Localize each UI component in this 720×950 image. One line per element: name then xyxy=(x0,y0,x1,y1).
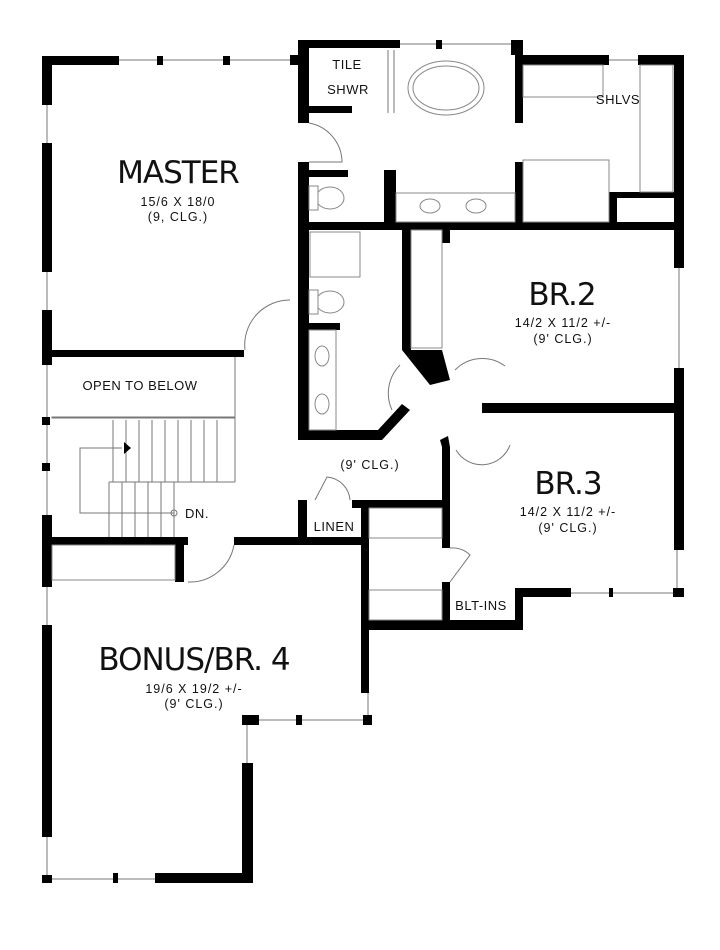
vanity xyxy=(395,192,516,223)
toilet xyxy=(315,186,345,210)
room-name-bonus: BONUS/BR. 4 xyxy=(98,642,289,678)
label-dn: DN. xyxy=(185,506,209,521)
walls xyxy=(42,40,684,883)
room-name-br3: BR.3 xyxy=(534,466,601,502)
stair-arrow-icon xyxy=(124,442,131,454)
room-name-master: MASTER xyxy=(117,155,239,191)
label-linen: LINEN xyxy=(314,519,355,534)
toilet-2 xyxy=(315,290,345,314)
label-open-to-below: OPEN TO BELOW xyxy=(82,378,197,393)
label-shwr: SHWR xyxy=(327,82,369,97)
label-blt-ins: BLT-INS xyxy=(455,598,507,613)
room-size-bonus: 19/6 X 19/2 +/- xyxy=(145,682,242,696)
label-shlvs: SHLVS xyxy=(596,92,640,107)
fixtures xyxy=(51,50,674,621)
bathtub-2 xyxy=(309,231,361,278)
label-tile: TILE xyxy=(332,57,361,72)
room-name-br2: BR.2 xyxy=(528,277,595,313)
room-size-br3: 14/2 X 11/2 +/- xyxy=(520,505,616,519)
room-ceiling-br2: (9' CLG.) xyxy=(533,332,592,346)
room-ceiling-master: (9, CLG.) xyxy=(148,210,208,224)
room-ceiling-bonus: (9' CLG.) xyxy=(164,697,223,711)
vanity-2 xyxy=(308,329,337,431)
room-size-master: 15/6 X 18/0 xyxy=(141,195,216,209)
room-size-br2: 14/2 X 11/2 +/- xyxy=(515,316,611,330)
room-ceiling-br3: (9' CLG.) xyxy=(538,521,597,535)
label-hall-ceiling: (9' CLG.) xyxy=(340,458,399,472)
window-lines xyxy=(46,43,680,880)
